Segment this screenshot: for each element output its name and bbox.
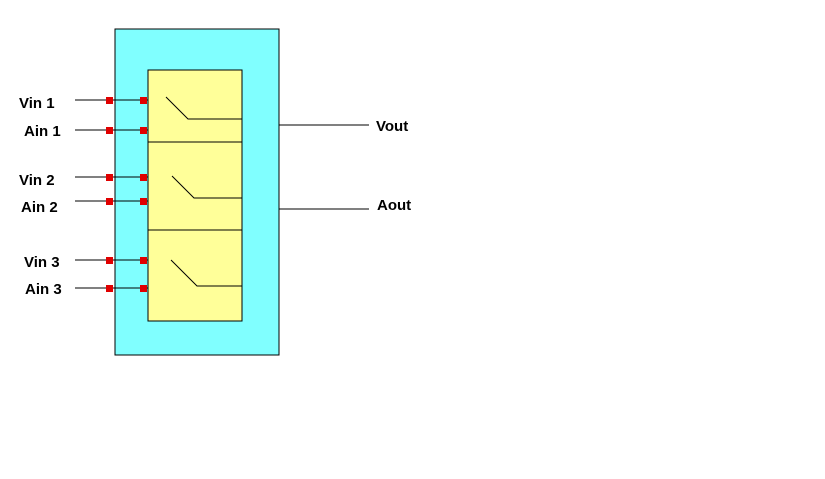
input-label-vin-1: Vin 1	[19, 95, 55, 112]
pin-inner	[140, 198, 147, 205]
input-label-ain-2: Ain 2	[21, 199, 58, 216]
pin-outer	[106, 257, 113, 264]
output-label-aout: Aout	[377, 197, 411, 214]
input-label-ain-3: Ain 3	[25, 281, 62, 298]
input-wire-vin-2	[75, 174, 148, 181]
input-wire-ain-3	[75, 285, 148, 292]
switch-3	[170, 259, 242, 287]
switch-block	[147, 69, 243, 322]
switch-2	[171, 175, 242, 199]
pin-outer	[106, 127, 113, 134]
pin-inner	[140, 257, 147, 264]
pin-outer	[106, 97, 113, 104]
pin-outer	[106, 174, 113, 181]
pin-inner	[140, 97, 147, 104]
input-wire-vin-1	[75, 97, 148, 104]
output-label-vout: Vout	[376, 118, 408, 135]
input-wire-ain-1	[75, 127, 148, 134]
pin-inner	[140, 174, 147, 181]
pin-inner	[140, 127, 147, 134]
pin-outer	[106, 285, 113, 292]
pin-outer	[106, 198, 113, 205]
input-label-vin-2: Vin 2	[19, 172, 55, 189]
input-wire-ain-2	[75, 198, 148, 205]
pin-inner	[140, 285, 147, 292]
input-label-ain-1: Ain 1	[24, 123, 61, 140]
input-wire-vin-3	[75, 257, 148, 264]
switch-1	[165, 96, 242, 120]
input-label-vin-3: Vin 3	[24, 254, 60, 271]
